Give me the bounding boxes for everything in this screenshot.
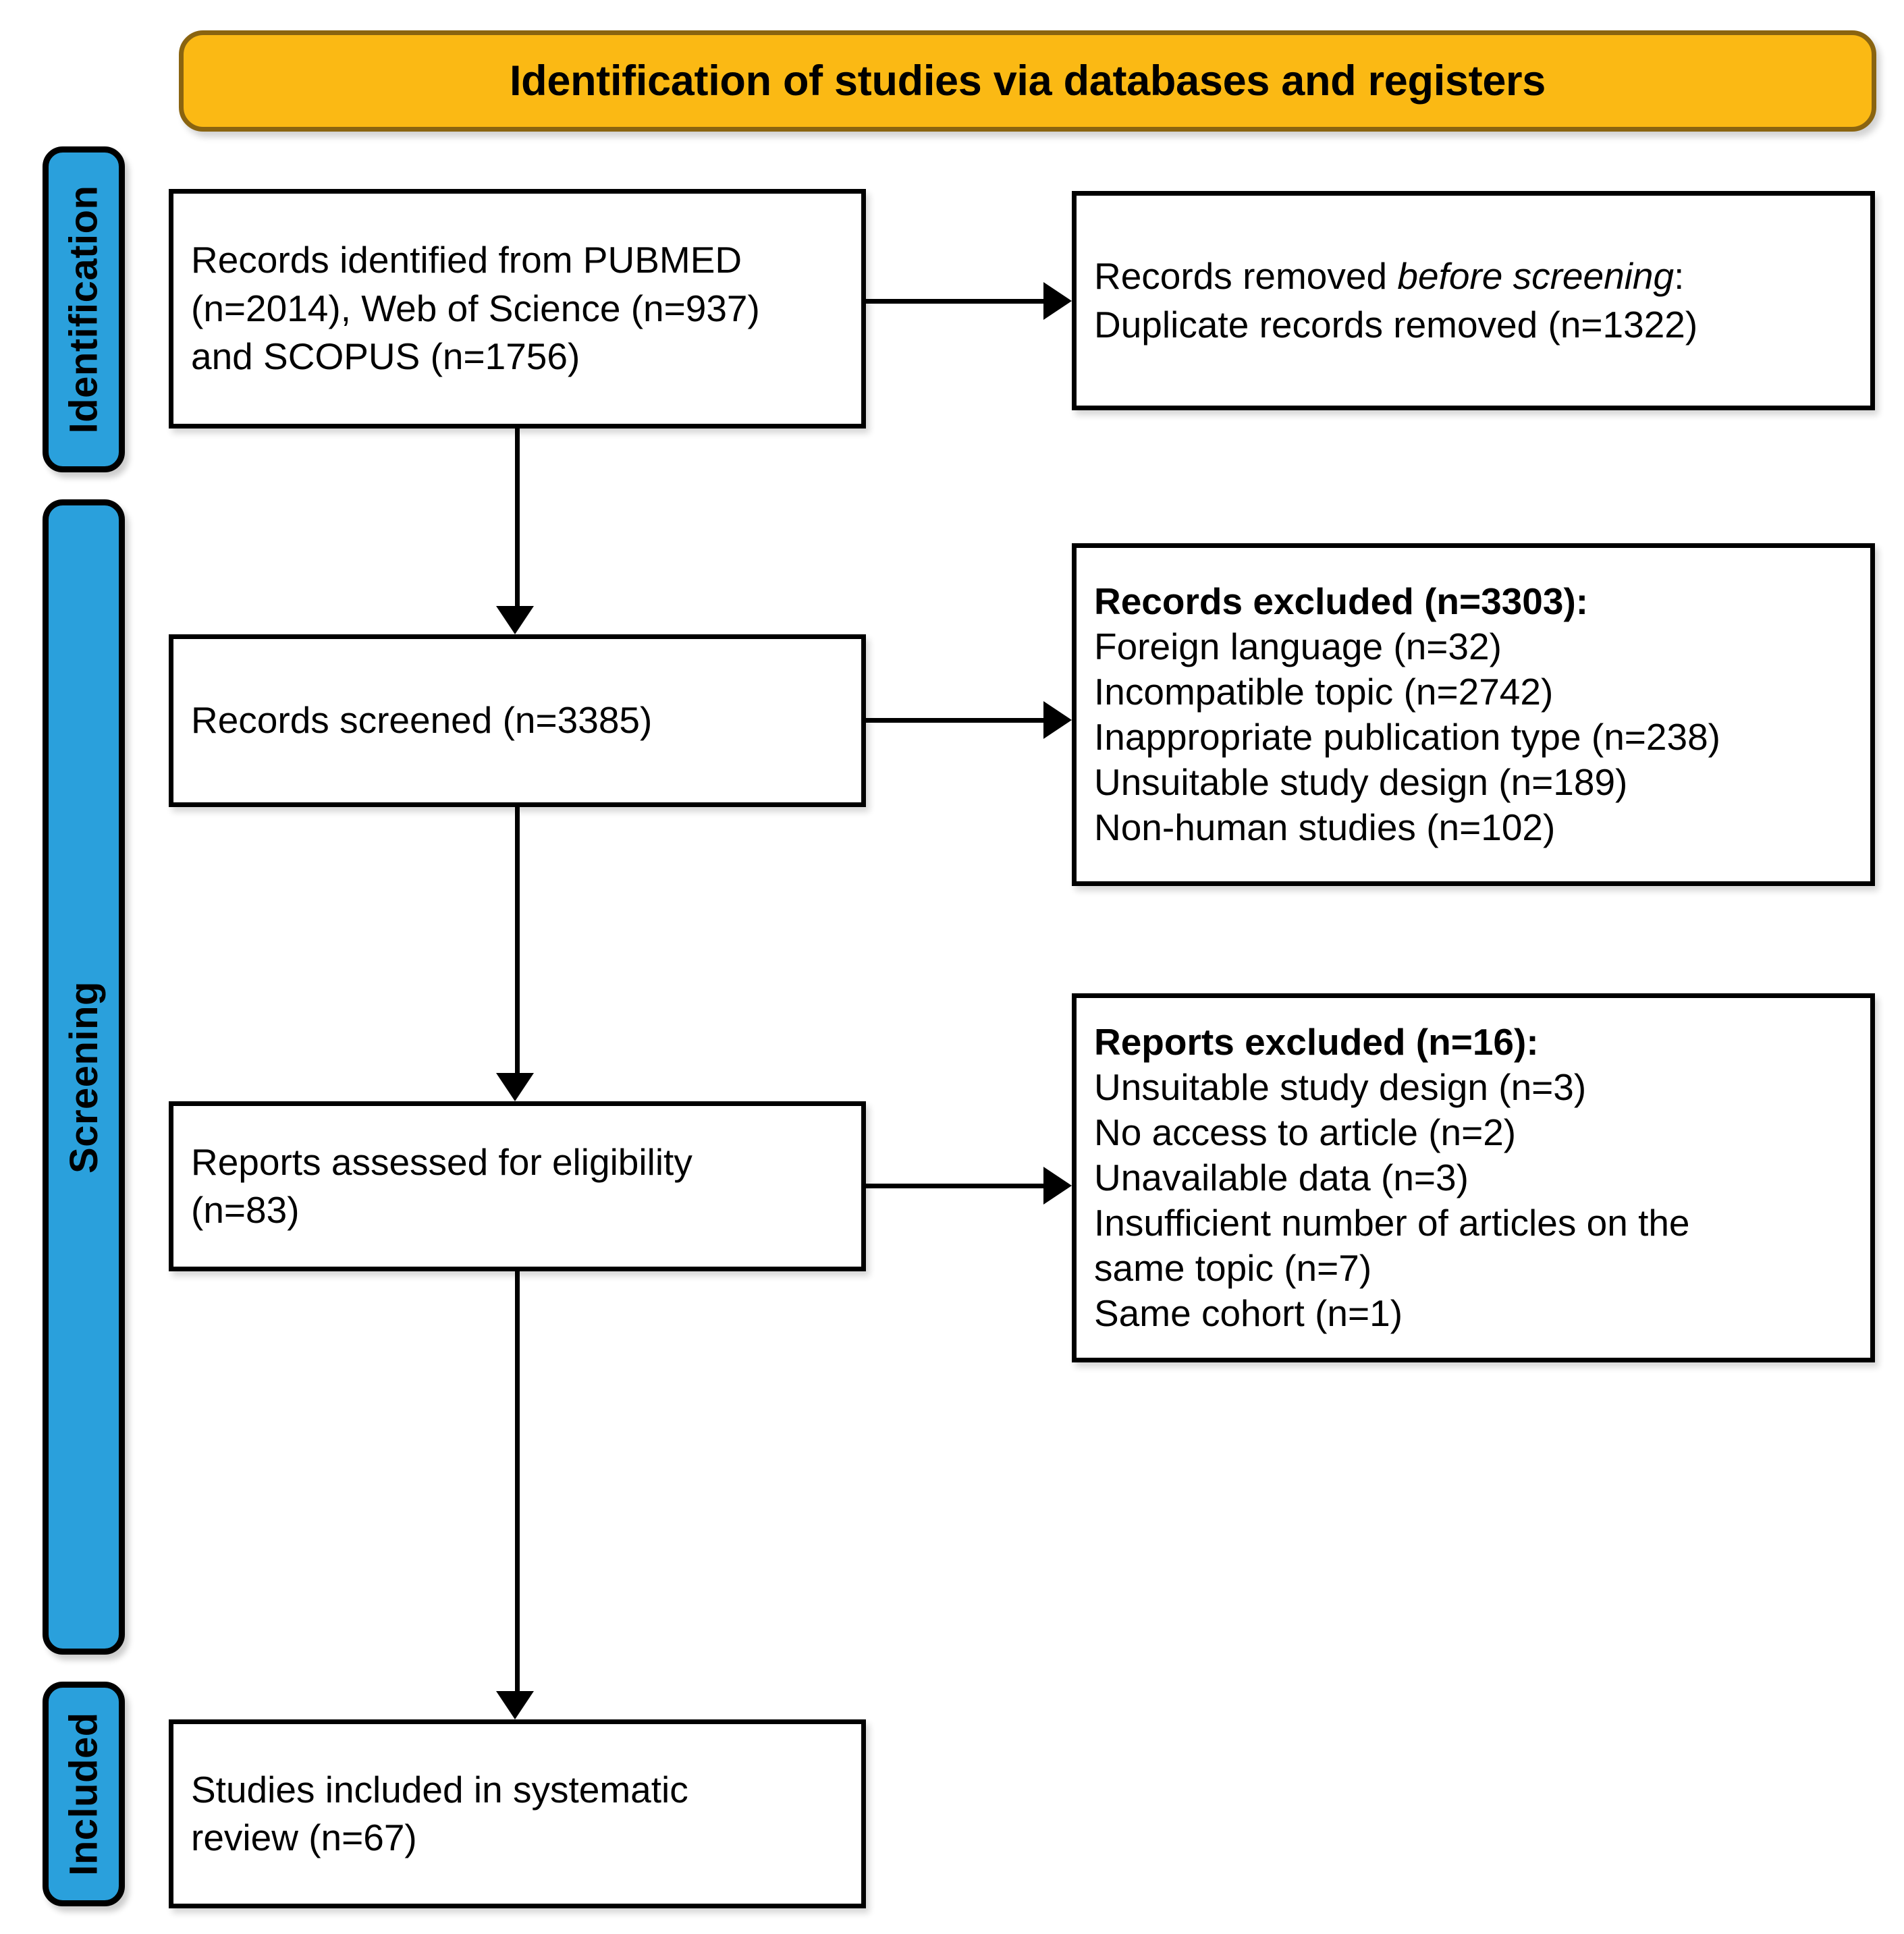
reports-assessed-line-2: (n=83) xyxy=(191,1189,300,1231)
connector-eligibility-to-included xyxy=(515,1271,520,1692)
box-reports-assessed-for-eligibility: Reports assessed for eligibility (n=83) xyxy=(169,1101,866,1271)
box-records-excluded: Records excluded (n=3303): Foreign langu… xyxy=(1072,543,1875,886)
arrow-down-icon xyxy=(496,1073,534,1101)
connector-screened-to-records-excluded xyxy=(866,718,1045,723)
box-reports-excluded: Reports excluded (n=16): Unsuitable stud… xyxy=(1072,993,1875,1362)
records-removed-heading-prefix: Records removed xyxy=(1094,255,1398,297)
records-excluded-reason: Unsuitable study design (n=189) xyxy=(1094,761,1628,804)
records-identified-line-2: (n=2014), Web of Science (n=937) xyxy=(191,287,760,329)
diagram-header-banner: Identification of studies via databases … xyxy=(179,30,1876,132)
records-removed-heading-italic: before screening xyxy=(1397,255,1675,297)
diagram-title: Identification of studies via databases … xyxy=(509,57,1546,105)
records-excluded-reason: Foreign language (n=32) xyxy=(1094,625,1502,667)
box-records-removed-text: Records removed before screening: Duplic… xyxy=(1077,252,1870,349)
box-reports-excluded-text: Reports excluded (n=16): Unsuitable stud… xyxy=(1077,1020,1870,1337)
reports-excluded-reason: No access to article (n=2) xyxy=(1094,1111,1517,1153)
stage-band-identification: Identification xyxy=(43,146,125,472)
records-excluded-heading: Records excluded (n=3303): xyxy=(1094,580,1589,622)
reports-assessed-line-1: Reports assessed for eligibility xyxy=(191,1140,692,1183)
records-removed-heading-suffix: : xyxy=(1674,255,1685,297)
arrow-right-icon xyxy=(1043,1167,1072,1205)
stage-band-screening-label: Screening xyxy=(61,980,106,1173)
reports-excluded-reason: Unsuitable study design (n=3) xyxy=(1094,1066,1587,1108)
box-records-excluded-text: Records excluded (n=3303): Foreign langu… xyxy=(1077,579,1870,851)
box-records-identified-text: Records identified from PUBMED (n=2014),… xyxy=(173,236,861,381)
box-studies-included-text: Studies included in systematic review (n… xyxy=(173,1766,861,1862)
records-excluded-reason: Incompatible topic (n=2742) xyxy=(1094,670,1554,713)
records-identified-line-1: Records identified from PUBMED xyxy=(191,239,742,281)
connector-screened-to-eligibility xyxy=(515,807,520,1074)
box-records-screened: Records screened (n=3385) xyxy=(169,634,866,807)
arrow-right-icon xyxy=(1043,701,1072,739)
records-removed-heading: Records removed before screening: xyxy=(1094,252,1853,301)
records-identified-line-3: and SCOPUS (n=1756) xyxy=(191,335,580,378)
box-records-removed: Records removed before screening: Duplic… xyxy=(1072,191,1875,410)
records-removed-line-2: Duplicate records removed (n=1322) xyxy=(1094,303,1698,346)
records-excluded-reason: Inappropriate publication type (n=238) xyxy=(1094,716,1720,758)
arrow-right-icon xyxy=(1043,282,1072,320)
connector-eligibility-to-reports-excluded xyxy=(866,1184,1045,1188)
reports-excluded-heading: Reports excluded (n=16): xyxy=(1094,1020,1539,1063)
stage-band-included: Included xyxy=(43,1682,125,1906)
arrow-down-icon xyxy=(496,1691,534,1719)
reports-excluded-reason: Same cohort (n=1) xyxy=(1094,1292,1403,1335)
box-reports-assessed-text: Reports assessed for eligibility (n=83) xyxy=(173,1138,861,1235)
records-excluded-reason: Non-human studies (n=102) xyxy=(1094,806,1556,849)
records-screened-line-1: Records screened (n=3385) xyxy=(191,699,653,742)
box-records-screened-text: Records screened (n=3385) xyxy=(173,696,861,745)
stage-band-included-label: Included xyxy=(61,1712,106,1876)
arrow-down-icon xyxy=(496,606,534,634)
reports-excluded-reason: Insufficient number of articles on the xyxy=(1094,1202,1690,1244)
box-studies-included: Studies included in systematic review (n… xyxy=(169,1719,866,1908)
reports-excluded-reason: same topic (n=7) xyxy=(1094,1247,1372,1290)
studies-included-line-2: review (n=67) xyxy=(191,1817,417,1858)
box-records-identified: Records identified from PUBMED (n=2014),… xyxy=(169,189,866,429)
stage-band-screening: Screening xyxy=(43,499,125,1655)
studies-included-line-1: Studies included in systematic xyxy=(191,1768,688,1811)
connector-identified-to-screened xyxy=(515,429,520,607)
connector-identified-to-removed xyxy=(866,299,1045,304)
stage-band-identification-label: Identification xyxy=(61,185,106,434)
reports-excluded-reason: Unavailable data (n=3) xyxy=(1094,1156,1469,1198)
